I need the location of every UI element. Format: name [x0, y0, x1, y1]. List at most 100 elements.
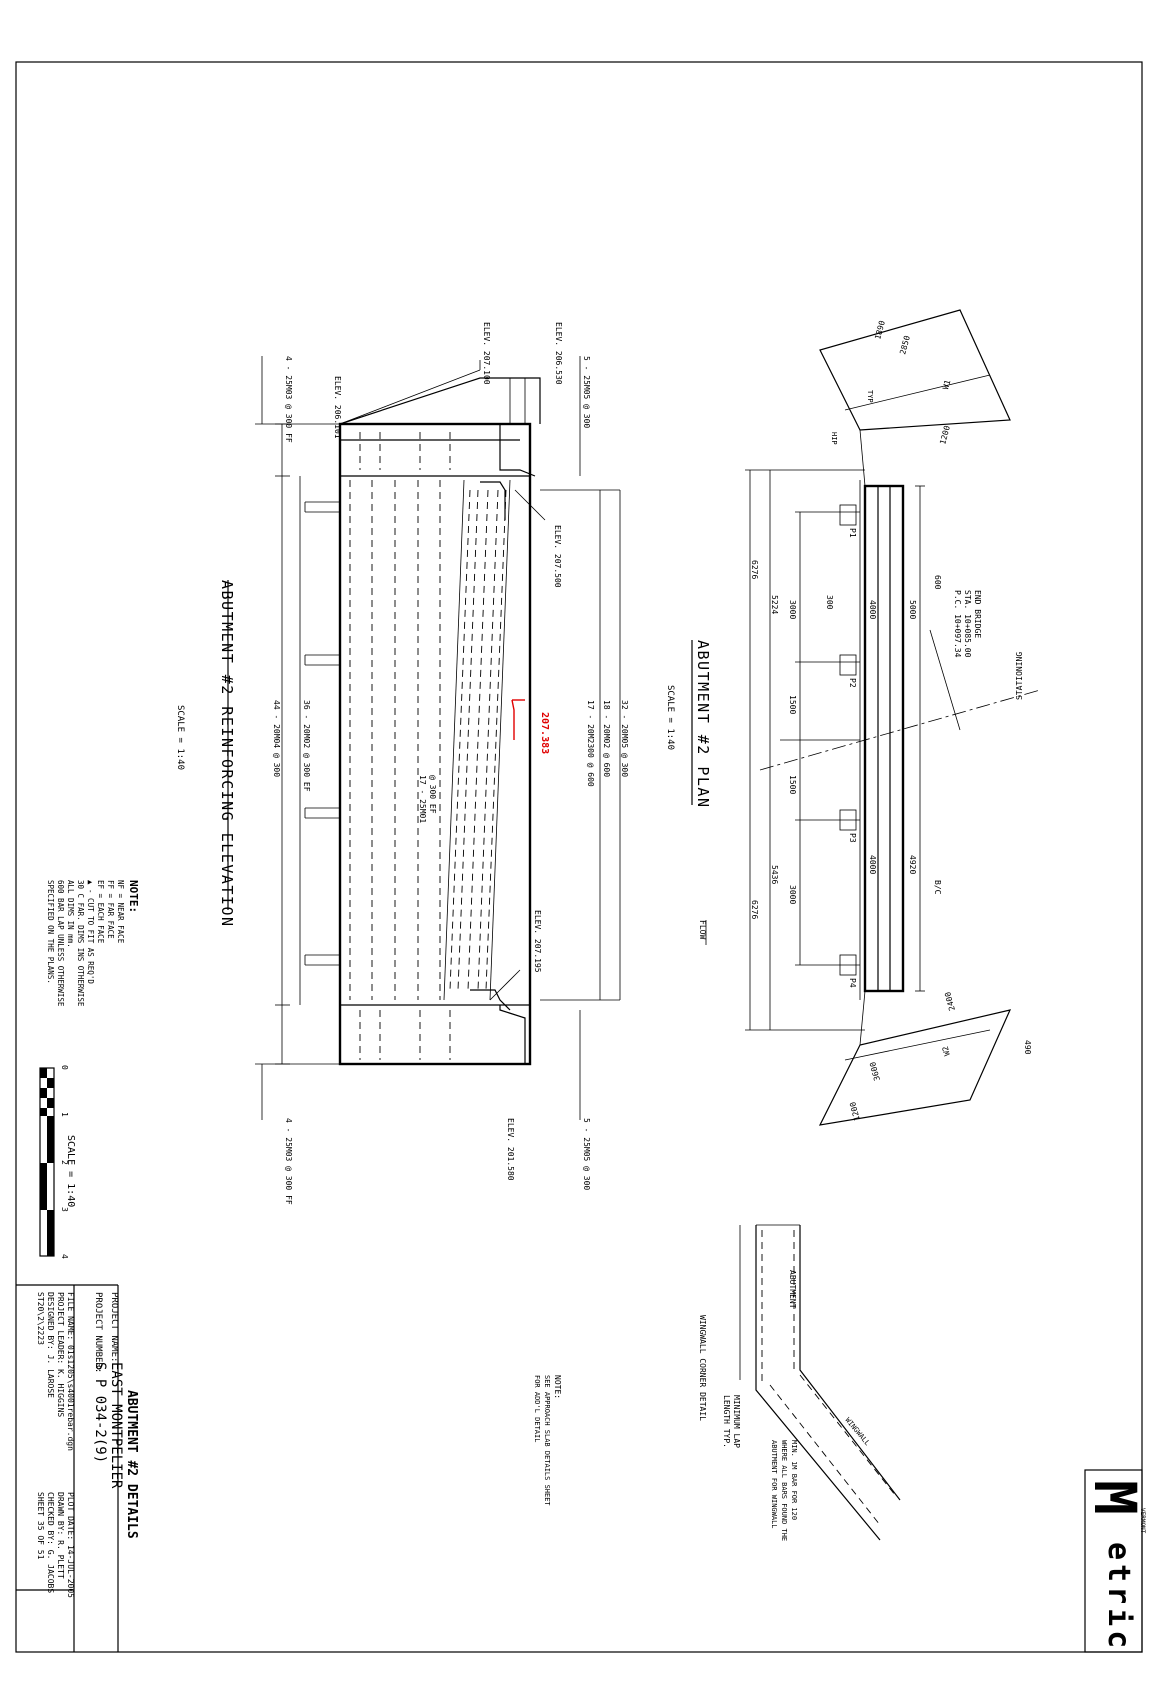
scale-tick-4: 4	[60, 1254, 69, 1259]
plan-dim-4000b: 4000	[868, 855, 877, 874]
sheet-title: ABUTMENT #2 DETAILS	[124, 1390, 139, 1539]
plan-dim-5000: 5000	[908, 600, 917, 619]
label-36: 36 - 20M02 @ 300 EF	[302, 700, 311, 792]
wing-dim: 2400	[943, 991, 957, 1012]
plan-dim-4000a: 4000	[868, 600, 877, 619]
note-line: NF = NEAR FACE	[116, 880, 125, 944]
checked-by: CHECKED BY: G. JACOBS	[46, 1492, 55, 1593]
drawn-by: DRAWN BY: R. PLETT	[56, 1492, 65, 1579]
pile-label: P4	[848, 978, 857, 988]
note-line: 600 BAR LAP UNLESS OTHERWISE	[56, 880, 65, 1007]
file-name: FILE NAME: 01s1205\s4001rebar.dgn	[66, 1292, 75, 1451]
approach-note-title: NOTE:	[553, 1375, 562, 1399]
plan-sta: STA. 10+085.00	[963, 590, 972, 658]
project-name: EAST MONTPELIER	[108, 1362, 124, 1489]
approach-note: NOTE: SEE APPROACH SLAB DETAILS SHEET FO…	[533, 1375, 562, 1506]
plan-dim-600: 600	[933, 575, 942, 590]
project-leader: PROJECT LEADER: K. HIGGINS	[56, 1292, 65, 1417]
corner-abutment: ABUTMENT	[788, 1270, 797, 1309]
plan-stationing: STATIONING	[1015, 652, 1024, 700]
elev-mid-bottom: ELEV. 207.195	[533, 910, 542, 973]
wing-label: W2	[941, 1045, 952, 1057]
corner-length: LENGTH TYP.	[722, 1395, 731, 1448]
scale-tick-2: 2	[60, 1160, 69, 1165]
plan-dim-outer2: 6276	[750, 900, 759, 919]
detail-sheet: ST20\2\2223	[36, 1292, 45, 1345]
elev-right: ELEV. 201.580	[506, 1118, 515, 1181]
plan-title: ABUTMENT #2 PLAN	[694, 640, 712, 809]
label-bars-top: 5 - 25M05 @ 300	[582, 356, 591, 428]
elevation-scale: SCALE = 1:40	[175, 705, 185, 770]
label-mid: 17 - 25M01	[418, 775, 427, 823]
plan-dim-outer: 5436	[770, 865, 779, 884]
pile-label: P2	[848, 678, 857, 688]
wing-dim: 3600	[868, 1061, 882, 1082]
corner-title: WINGWALL CORNER DETAIL	[698, 1315, 707, 1421]
label-32: 32 - 20M05 @ 300	[620, 700, 629, 777]
scale-bar: 0 1 2 3 4 SCALE = 1:40	[39, 1065, 76, 1259]
project-number: S P 034-2(9)	[92, 1362, 108, 1463]
project-number-label: PROJECT NUMBER:	[93, 1292, 103, 1373]
plan-dim-inner: 1500	[788, 695, 797, 714]
plan-hip: HIP	[830, 432, 838, 445]
notes-title: NOTE:	[127, 880, 140, 913]
logo-letter: M	[1081, 1480, 1149, 1515]
elevation-title: ABUTMENT #2 REINFORCING ELEVATION	[218, 580, 236, 928]
note-line: ALL DIMS IN mm.	[66, 880, 75, 948]
plan-dim-4920: 4920	[908, 855, 917, 874]
elev-mid-top: ELEV. 207.500	[553, 525, 562, 588]
plan-dim-inner: 3000	[788, 885, 797, 904]
scale-bar-label: SCALE = 1:40	[65, 1135, 76, 1207]
wing-dim: 2850	[898, 334, 912, 355]
plan-dim-outer: 5224	[770, 595, 779, 614]
label-bars-top2: 4 - 25M03 @ 300 FF	[284, 356, 293, 443]
label-bars-bot2: 4 - 25M03 @ 300 FF	[284, 1118, 293, 1205]
approach-note-line1: SEE APPROACH SLAB DETAILS SHEET	[543, 1375, 551, 1506]
corner-note1: MIN. 1M BAR FOR 120	[790, 1440, 798, 1520]
label-mid2: @ 300 EF	[428, 775, 437, 814]
pile-label: P1	[848, 528, 857, 538]
title-block: ABUTMENT #2 DETAILS PROJECT NAME: EAST M…	[16, 1284, 139, 1652]
wing-dim: 1200	[848, 1101, 862, 1122]
plan-dim-inner: 1500	[788, 775, 797, 794]
plot-date: PLOT DATE: 14-JUL-2005	[66, 1492, 75, 1598]
label-44: 44 - 20M04 @ 300	[272, 700, 281, 777]
scale-tick-3: 3	[60, 1207, 69, 1212]
wing-dim: 490	[1023, 1040, 1032, 1055]
scale-tick-0: 0	[60, 1065, 69, 1070]
plan-dim-outer2: 6276	[750, 560, 759, 579]
designed-by: DESIGNED BY: J. LAROSE	[46, 1292, 55, 1398]
elev-left-top2: ELEV. 207.100	[482, 322, 491, 385]
plan-flow: FLOW	[698, 920, 707, 939]
elev-left-bottom: ELEV. 206.101	[333, 376, 342, 439]
plan-dim-300: 300	[825, 595, 834, 610]
note-line: FF = FAR FACE	[106, 880, 115, 939]
elev-left-top: ELEV. 206.530	[554, 322, 563, 385]
plan-bc: B/C	[933, 880, 942, 895]
plan-typ: TYP	[866, 390, 874, 403]
label-bars-bot: 5 - 25M05 @ 300	[582, 1118, 591, 1190]
corner-min-lap: MINIMUM LAP	[732, 1395, 741, 1448]
notes: NOTE: NF = NEAR FACE FF = FAR FACE EF = …	[46, 880, 140, 1007]
note-line: ▲ - CUT TO FIT AS REQ'D	[86, 880, 95, 984]
note-line: 30 C FAR. DIMS INS OTHERWISE	[76, 880, 85, 1007]
plan-scale: SCALE = 1:40	[665, 685, 675, 750]
sheet-border	[15, 61, 1143, 1653]
plan-view: ABUTMENT #2 PLAN SCALE = 1:40	[665, 309, 1041, 1126]
pile-label: P3	[848, 833, 857, 843]
elevation-view: ABUTMENT #2 REINFORCING ELEVATION SCALE …	[175, 322, 629, 1205]
label-17: 17 - 20M2300 @ 600	[586, 700, 595, 787]
scale-tick-1: 1	[60, 1112, 69, 1117]
wing-label: W1	[941, 379, 952, 391]
plan-end-bridge: END BRIDGE	[973, 590, 982, 638]
note-line: EF = EACH FACE	[96, 880, 105, 944]
corner-note3: ABUTMENT FOR WINGWALL	[770, 1440, 778, 1529]
corner-detail: WINGWALL CORNER DETAIL MINIMUM LAP LENGT…	[698, 1224, 901, 1541]
wing-dim: 1890	[873, 319, 887, 340]
vtrans-logo: M etric VERMONT	[1081, 1469, 1149, 1653]
wing-dim: 1200	[938, 424, 952, 445]
sheet-number: SHEET 35 OF 51	[36, 1492, 45, 1560]
label-18: 18 - 20M02 @ 600	[602, 700, 611, 777]
corner-note2: WHERE ALL BARS FOUND THE	[780, 1440, 788, 1541]
